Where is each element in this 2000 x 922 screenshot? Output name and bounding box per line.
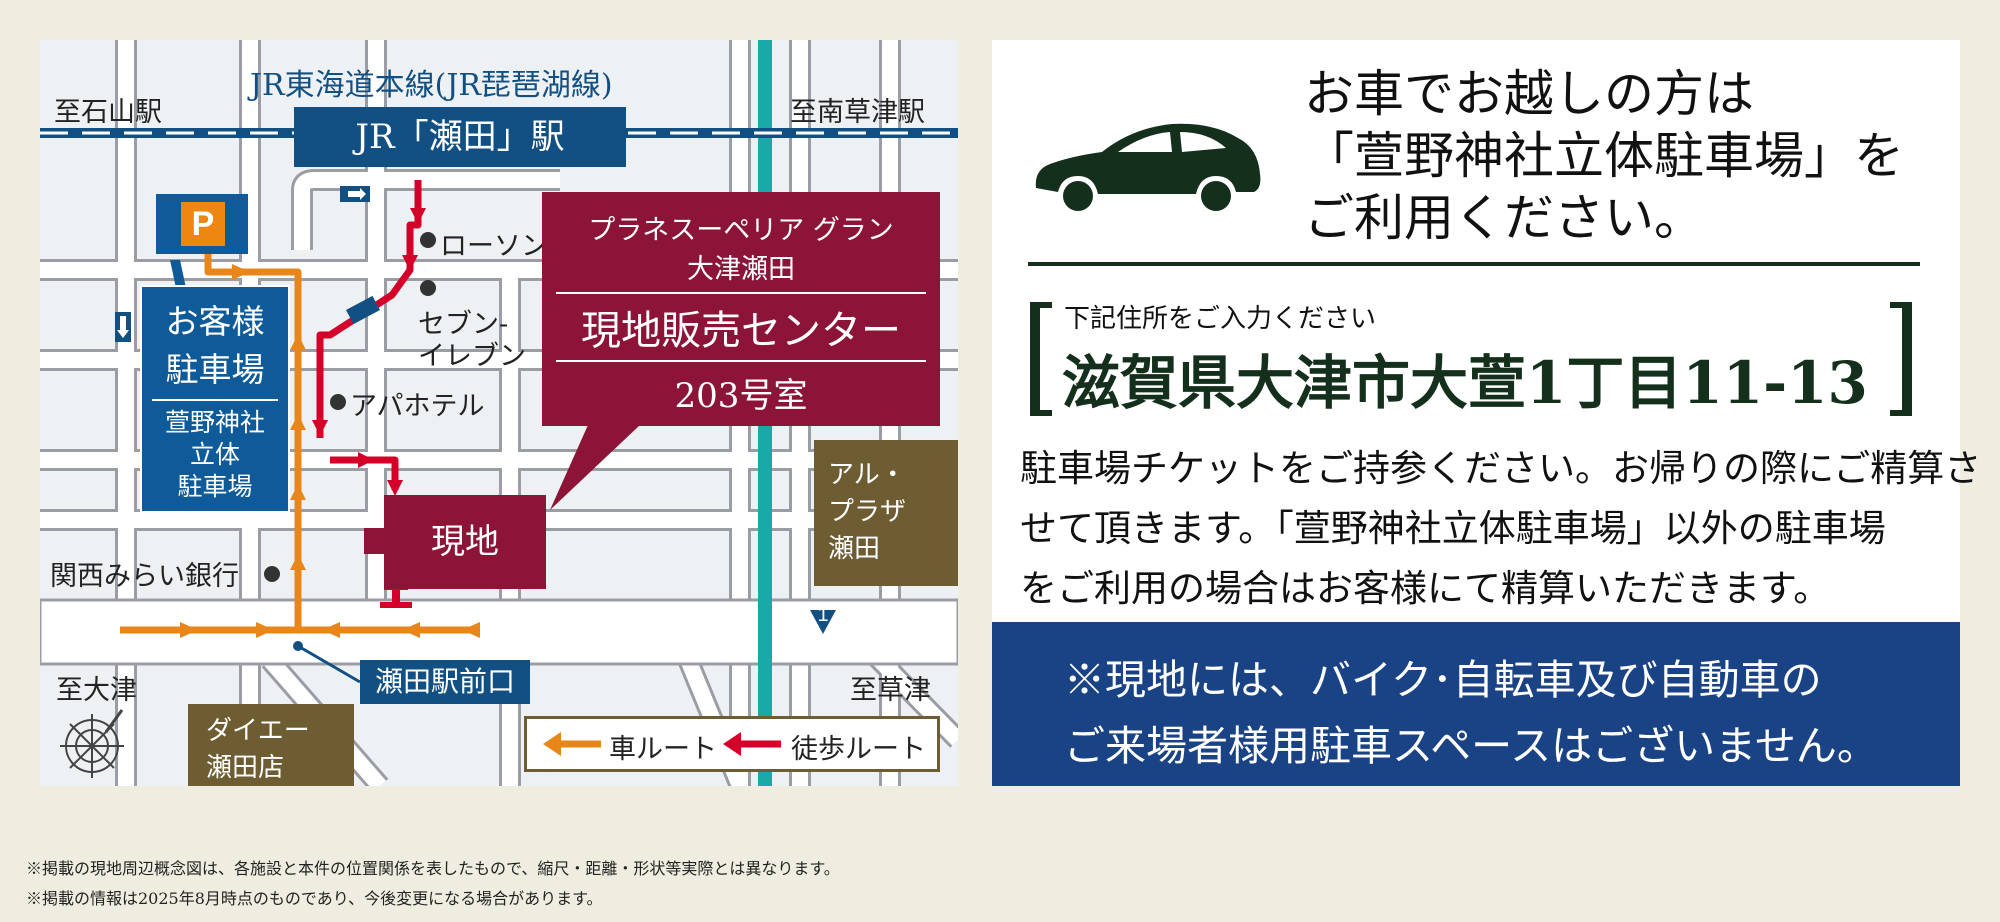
al-plaza-label-3: 瀬田 [828,534,881,564]
notice-line-2: ご来場者様用駐車スペースはございません。 [1064,722,1878,770]
parking-heading-line-3: ご利用ください。 [1304,189,1704,247]
kansai-mirai-bank-label: 関西みらい銀行 [50,561,239,592]
address-text: 滋賀県大津市大萱1丁目11-13 [1062,349,1868,417]
lawson-label: ローソン [440,231,548,262]
site-marker-tab [364,528,386,554]
station-label: JR「瀬田」駅 [294,107,626,167]
divider [1028,262,1920,266]
apa-hotel-label: アパホテル [350,391,485,422]
car-route-label: 車ルート [609,734,717,765]
daiei-box: ダイエー 瀬田店 [188,704,354,786]
al-plaza-label-1: アル・ [828,460,906,490]
notice-line-1: ※現地には、バイク･自転車及び自動車の [1064,656,1822,704]
seven-eleven-label-1: セブン- [418,309,509,340]
site-label: 現地 [431,522,499,562]
route-1-label: 1 [817,604,829,626]
body-line-2: せて頂きます。「萱野神社立体駐車場」以外の駐車場 [1020,507,1886,550]
sales-center-room: 203号室 [674,376,808,416]
sales-center-name: 現地販売センター [581,308,901,354]
direction-minamikusatsu: 至南草津駅 [790,97,925,128]
property-name-2: 大津瀬田 [687,254,795,285]
direction-kusatsu: 至草津 [850,675,931,706]
notice-box: ※現地には、バイク･自転車及び自動車の ご来場者様用駐車スペースはございません。 [992,622,1960,786]
walk-route-label: 徒歩ルート [791,734,926,765]
seta-eki-mae-label: 瀬田駅前口 [360,660,530,704]
sales-center-box: プラネスーペリア グラン 大津瀬田 現地販売センター 203号室 [542,192,940,426]
seven-eleven-label-2: イレブン [418,341,526,372]
parking-icon: P [156,194,248,254]
walk-route-arrow-icon [723,732,781,756]
body-line-1: 駐車場チケットをご持参ください。お帰りの際にご精算さ [1020,447,1982,490]
body-line-3: をご利用の場合はお客様にて精算いただきます。 [1020,567,1831,610]
address-bracket-left-top [1030,302,1052,308]
address-bracket-left-bottom [1030,410,1052,416]
seta-eki-mae-text: 瀬田駅前口 [374,665,515,698]
parking-symbol: P [181,202,225,246]
daiei-label-1: ダイエー [206,716,310,746]
route-legend: 車ルート 徒歩ルート [524,716,940,772]
parking-heading-line-2: 「萱野神社立体駐車場」を [1304,127,1904,185]
address-bracket-right-top [1890,302,1912,308]
direction-otsu: 至大津 [56,675,137,706]
address-bracket-right [1902,302,1912,416]
guest-parking-name-1: 萱野神社 [164,408,265,437]
guest-parking-name-3: 駐車場 [177,472,253,501]
guest-parking-title-1: お客様 [165,302,265,341]
property-name-1: プラネスーペリア グラン [588,215,894,246]
daiei-label-2: 瀬田店 [206,753,285,783]
guest-parking-name-2: 立体 [189,440,240,469]
direction-ishiyama: 至石山駅 [54,97,162,128]
car-route-arrow-icon [543,732,601,756]
guest-parking-title-2: 駐車場 [165,350,265,389]
rail-line-label: JR東海道本線(JR琵琶湖線) [250,68,613,103]
address-bracket-left [1030,302,1040,416]
area-map: JR東海道本線(JR琵琶湖線) 至石山駅 至南草津駅 JR「瀬田」駅 P お客様… [40,40,958,786]
site-marker: 現地 [384,495,546,589]
footnote-1: ※掲載の現地周辺概念図は、各施設と本件の位置関係を表したもので、縮尺・距離・形状… [26,859,840,878]
parking-heading-line-1: お車でお越しの方は [1304,65,1754,123]
al-plaza-box: アル・ プラザ 瀬田 [814,440,958,586]
station-name: JR「瀬田」駅 [355,117,565,157]
address-bracket-right-bottom [1890,410,1912,416]
guest-parking-box: お客様 駐車場 萱野神社 立体 駐車場 [140,285,290,513]
car-icon [1035,123,1261,211]
footnote-2: ※掲載の情報は2025年8月時点のものであり、今後変更になる場合があります。 [26,889,603,908]
address-prompt: 下記住所をご入力ください [1064,304,1377,334]
al-plaza-label-2: プラザ [828,497,907,527]
